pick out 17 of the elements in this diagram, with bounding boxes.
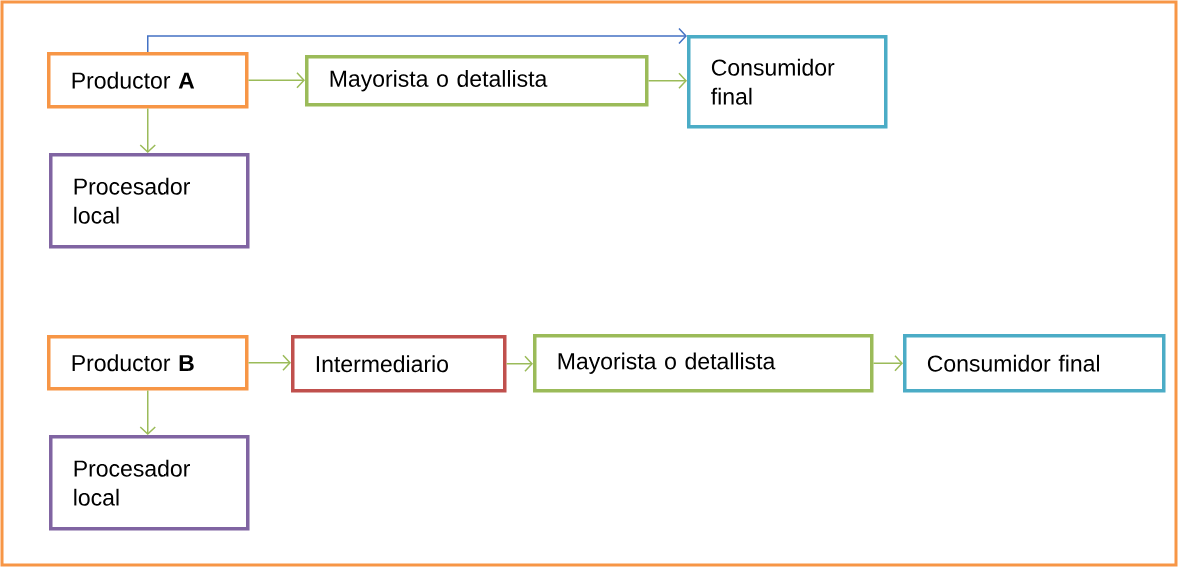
arrow	[147, 27, 687, 53]
process-box: Procesador local	[49, 435, 250, 531]
arrow	[139, 107, 156, 153]
arrow	[247, 72, 305, 89]
consumer-box: Consumidor final	[687, 35, 888, 129]
consumer-box: Consumidor final	[903, 334, 1166, 393]
producer-box: Productor B	[47, 335, 249, 391]
arrow	[647, 72, 687, 89]
process-box: Mayorista o detallista	[533, 334, 874, 393]
arrow	[505, 355, 533, 372]
process-box: Intermediario	[291, 335, 507, 393]
producer-box: Productor A	[47, 52, 249, 109]
arrow	[139, 389, 156, 435]
process-box: Procesador local	[49, 153, 250, 249]
arrow	[872, 355, 903, 372]
process-box: Mayorista o detallista	[305, 55, 649, 107]
arrow	[247, 354, 291, 371]
